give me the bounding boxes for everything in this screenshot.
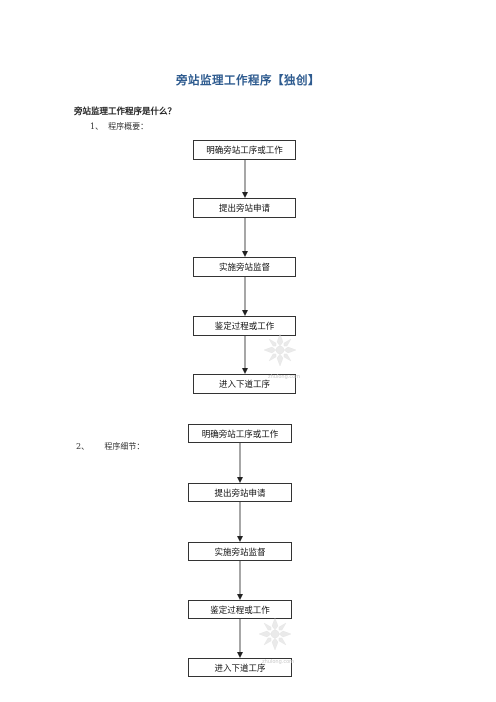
question-heading: 旁站监理工作程序是什么？	[74, 107, 177, 117]
flow1-step-4: 鉴定过程或工作	[193, 316, 296, 336]
flow2-step-2: 提出旁站申请	[188, 483, 292, 502]
flow1-step-2: 提出旁站申请	[193, 198, 296, 218]
flow1-step-1: 明确旁站工序或工作	[193, 140, 296, 160]
flow2-step-3: 实施旁站监督	[188, 542, 292, 561]
document-title: 旁站监理工作程序【独创】	[176, 73, 320, 87]
flow2-step-1: 明确旁站工序或工作	[188, 424, 292, 443]
section-1-label: 1、 程序概要：	[90, 122, 149, 131]
snowflake-logo-icon	[257, 616, 293, 656]
flow2-step-4: 鉴定过程或工作	[188, 600, 292, 619]
snowflake-logo-icon	[262, 332, 298, 372]
flow2-step-5: 进入下道工序	[188, 658, 292, 677]
section-2-label: 2、 程序细节：	[76, 442, 145, 451]
watermark-text: zhulong.com	[268, 374, 301, 380]
flow1-step-5: 进入下道工序	[193, 374, 296, 394]
flow1-step-3: 实施旁站监督	[193, 257, 296, 277]
watermark-text: zhulong.com	[262, 659, 295, 665]
